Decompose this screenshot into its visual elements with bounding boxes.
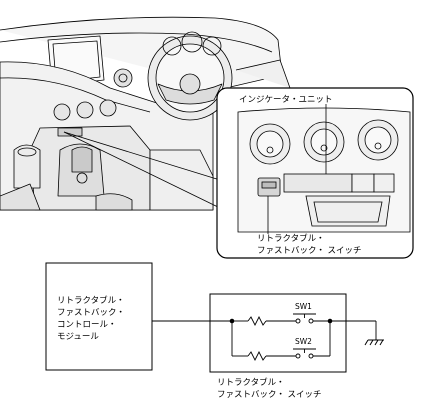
switch-sw1-symbol — [293, 313, 316, 324]
car-interior-illustration — [0, 16, 291, 211]
control-module-box — [45, 262, 153, 371]
callout-switch-label-line2: ファストバック・ スイッチ — [257, 246, 362, 256]
junction-left — [229, 318, 235, 324]
control-module-label-line4: モジュール — [57, 332, 99, 342]
callout-pointer-lines — [63, 131, 221, 209]
switch-unit-box — [209, 293, 347, 373]
control-module-label-line1: リトラクタブル・ — [57, 296, 125, 306]
switch-sw2-symbol — [293, 348, 316, 359]
control-module-label-line2: ファストバック・ — [57, 308, 125, 318]
switch-caption-line1: リトラクタブル・ — [217, 378, 285, 388]
callout-panel-art — [237, 104, 411, 234]
resistor-2 — [247, 350, 267, 362]
junction-right — [327, 318, 333, 324]
sw2-label: SW2 — [295, 337, 312, 346]
resistor-1 — [247, 315, 267, 327]
switch-caption-line2: ファストバック・ スイッチ — [217, 390, 322, 400]
indicator-unit — [283, 173, 353, 193]
callout-switch-label-line1: リトラクタブル・ — [257, 234, 325, 244]
control-module-label-line3: コントロール・ — [57, 320, 117, 330]
ground-icon — [364, 339, 384, 346]
indicator-unit-label: インジケータ・ユニット — [239, 95, 333, 105]
schematic — [45, 262, 384, 373]
sw1-label: SW1 — [295, 302, 312, 311]
